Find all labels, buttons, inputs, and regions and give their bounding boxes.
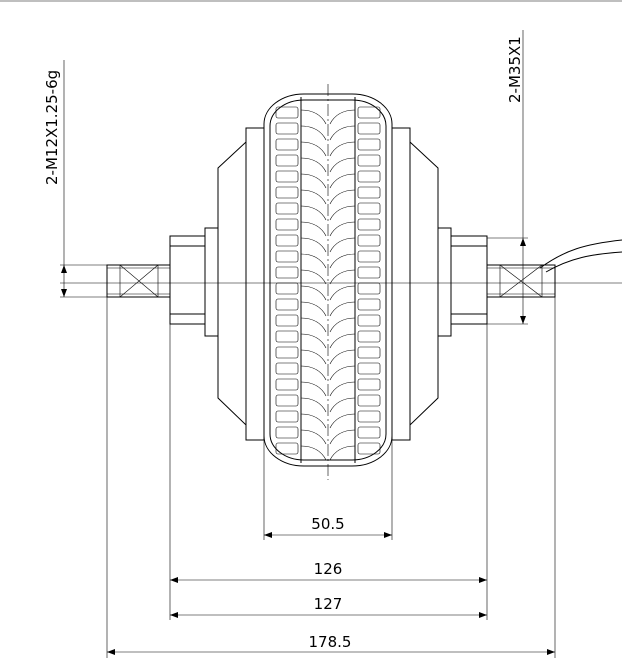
left-thread-label: 2-M12X1.25-6g [43,70,61,185]
left-axle [106,264,171,298]
tread-width-dimension [264,532,392,538]
overall-width-dimension [107,649,555,655]
tyre-tread [275,106,381,461]
dimension-extension-lines [106,297,556,658]
right-axle [486,264,556,298]
hub-width-dimension [170,577,487,583]
right-thread-dimension [487,30,528,325]
left-hub [169,235,206,325]
right-thread-label: 2-M35X1 [506,36,524,103]
tyre [263,93,393,467]
flange-span-label: 127 [314,595,343,613]
motor-cable [539,239,622,273]
overall-width-label: 178.5 [309,633,352,651]
flange-span-dimension [170,612,487,618]
hub-width-label: 126 [314,560,343,578]
tread-width-label: 50.5 [311,515,344,533]
left-thread-dimension [60,60,107,298]
right-hub [450,235,488,325]
